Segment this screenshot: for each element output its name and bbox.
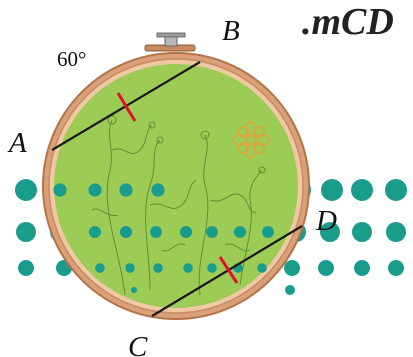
header-fragment: .mCD (302, 1, 394, 43)
pattern-dot (386, 222, 406, 242)
angle-label: 60° (57, 47, 86, 71)
chord-cd (151, 225, 303, 317)
point-label-b: B (222, 15, 240, 47)
pattern-dot (119, 183, 133, 197)
pattern-dot (321, 179, 343, 201)
pattern-dot (18, 260, 34, 276)
pattern-dot (206, 226, 218, 238)
pattern-dot (320, 222, 340, 242)
pattern-dot (95, 263, 105, 273)
tick-mark-cd (218, 256, 239, 284)
pattern-dot (16, 222, 36, 242)
flower-icon (232, 121, 270, 159)
hoop-screw-clamp-icon (144, 32, 196, 52)
pattern-dot (120, 226, 132, 238)
pattern-dot (88, 183, 102, 197)
pattern-dot (151, 183, 165, 197)
pattern-dot (351, 179, 373, 201)
pattern-dot (153, 263, 163, 273)
pattern-dot (388, 260, 404, 276)
pattern-dot (285, 285, 295, 295)
pattern-dot (89, 226, 101, 238)
pattern-dot (207, 263, 217, 273)
embroidery-vines (91, 115, 266, 296)
pattern-dot (180, 226, 192, 238)
dot-pattern-overlay (53, 183, 274, 293)
pattern-dot (53, 183, 67, 197)
pattern-dot (257, 263, 267, 273)
pattern-dot (354, 260, 370, 276)
point-label-d: D (315, 205, 337, 237)
pattern-dot (352, 222, 372, 242)
pattern-dot (262, 226, 274, 238)
pattern-dot (125, 263, 135, 273)
pattern-dot (131, 287, 137, 293)
point-label-a: A (7, 127, 27, 159)
pattern-dot (183, 263, 193, 273)
pattern-dot (150, 226, 162, 238)
pattern-dot (234, 226, 246, 238)
pattern-dot (284, 260, 300, 276)
pattern-dot (385, 179, 407, 201)
point-label-c: C (128, 331, 148, 357)
pattern-dot (318, 260, 334, 276)
pattern-dot (15, 179, 37, 201)
tick-mark-ab (116, 92, 137, 122)
